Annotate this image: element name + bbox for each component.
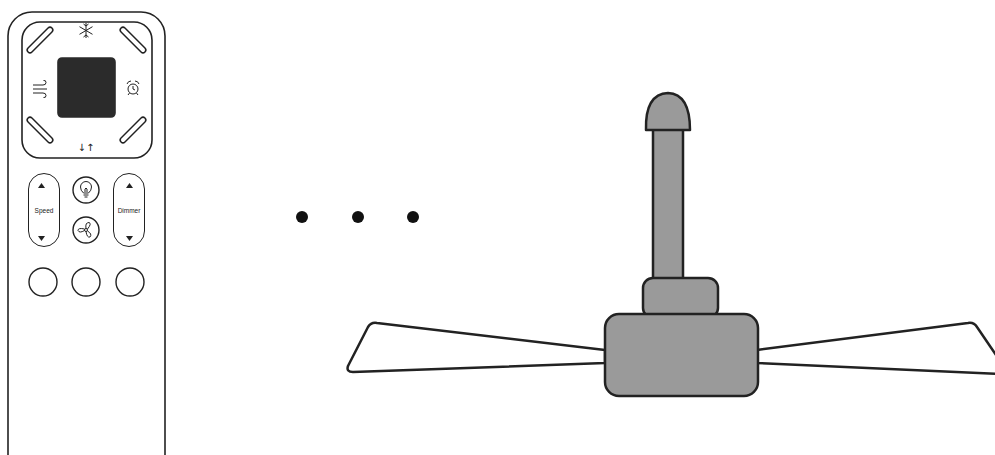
ellipsis-dots	[296, 211, 419, 223]
icon-stroke	[33, 93, 46, 98]
dot	[296, 211, 308, 223]
icon-stroke	[133, 86, 135, 90]
fan-blade	[757, 323, 995, 374]
wind-icon	[33, 80, 47, 97]
dot	[407, 211, 419, 223]
corner-button-fill	[30, 30, 50, 50]
corner-button-fill	[123, 120, 143, 140]
corner-button	[123, 30, 143, 50]
corner-button-fill	[30, 120, 50, 140]
icon-stroke	[86, 231, 91, 237]
icon-stroke	[137, 93, 139, 95]
canopy	[646, 93, 690, 130]
round-button	[29, 268, 57, 296]
ceiling-fan	[348, 93, 995, 396]
icon-stroke	[80, 27, 93, 35]
down-triangle	[38, 236, 45, 241]
rocker-button: Speed	[28, 173, 60, 247]
bulb-icon	[81, 182, 92, 198]
top-panel	[22, 22, 152, 158]
icon-stroke	[78, 229, 85, 233]
corner-button-fill	[123, 30, 143, 50]
icon-stroke	[128, 84, 138, 94]
dot	[352, 211, 364, 223]
corner-button	[123, 120, 143, 140]
icon-stroke	[85, 229, 88, 232]
icon-stroke	[128, 93, 130, 95]
swing-symbol: ↓↑	[71, 142, 101, 153]
remote-control	[8, 12, 165, 455]
fan-blade	[348, 323, 605, 372]
light-button	[73, 177, 99, 203]
corner-button	[30, 30, 50, 50]
button-label: Dimmer	[118, 207, 141, 214]
icon-stroke	[86, 223, 90, 230]
icon-stroke	[84, 35, 89, 37]
round-button	[72, 268, 100, 296]
down-triangle	[126, 236, 133, 241]
button-label: Speed	[35, 207, 54, 214]
downrod	[653, 126, 683, 284]
icon-stroke	[85, 197, 88, 198]
rocker-button: Dimmer	[113, 173, 145, 247]
round-button	[116, 268, 144, 296]
remote-body	[8, 12, 165, 455]
icon-stroke	[135, 81, 139, 84]
snowflake-icon	[80, 23, 93, 38]
display-screen	[58, 58, 115, 117]
icon-stroke	[81, 182, 92, 194]
motor-housing	[605, 314, 758, 396]
icon-stroke	[80, 27, 93, 35]
alarm-clock-icon	[127, 81, 139, 95]
motor-collar	[643, 278, 718, 318]
up-triangle	[126, 183, 133, 188]
up-triangle	[38, 183, 45, 188]
icon-stroke	[33, 80, 46, 85]
round-buttons	[29, 177, 144, 296]
corner-buttons	[30, 30, 143, 140]
icon-stroke	[84, 24, 89, 26]
icon-stroke	[85, 188, 87, 192]
icon-stroke	[33, 89, 47, 90]
corner-button	[30, 120, 50, 140]
icon-stroke	[84, 195, 89, 196]
icon-stroke	[127, 81, 131, 84]
fan-icon	[78, 223, 91, 238]
fan-button	[73, 217, 99, 243]
